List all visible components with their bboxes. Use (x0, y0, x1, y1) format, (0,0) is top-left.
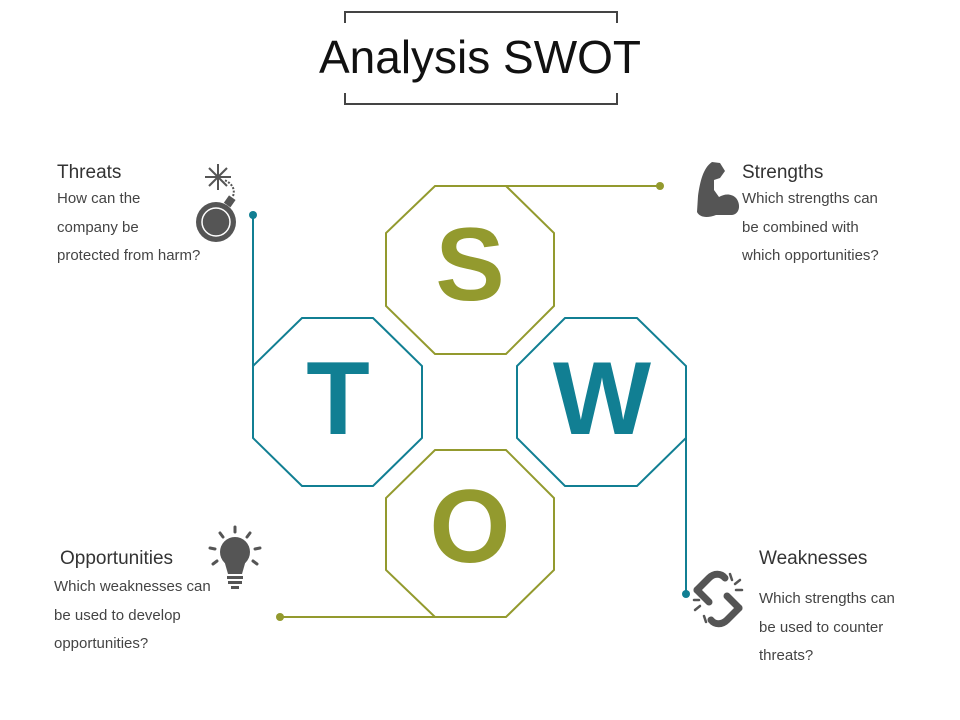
weaknesses-description: Which strengths can be used to counter t… (759, 585, 895, 671)
strengths-heading: Strengths (742, 162, 824, 183)
strengths-line: be combined with (742, 218, 859, 236)
threats-description: How can the company be protected from ha… (57, 185, 200, 271)
page-title: Analysis SWOT (318, 31, 642, 83)
strengths-line: which opportunities? (742, 247, 879, 264)
letter-t: T (306, 341, 370, 457)
opportunities-line: Which weaknesses can (54, 578, 211, 595)
connector-strengths (506, 182, 664, 190)
octagon-s (385, 185, 555, 355)
threats-heading: Threats (57, 162, 122, 183)
weaknesses-line: threats? (759, 647, 814, 664)
flexed-arm-icon (697, 162, 740, 217)
octagon-w (516, 317, 687, 487)
opportunities-description: Which weaknesses can be used to develop … (54, 573, 211, 659)
opportunities-line: be used to develop (54, 606, 181, 624)
letter-s: S (435, 207, 504, 323)
bomb-icon (196, 164, 236, 242)
octagon-o (385, 449, 555, 618)
title-bracket-top (344, 11, 618, 23)
threats-line: How can the (57, 190, 141, 207)
broken-link-icon (692, 570, 744, 628)
title-bracket-bottom (344, 93, 618, 105)
letter-w: W (553, 341, 652, 457)
strengths-description: Which strengths can be combined with whi… (742, 185, 879, 271)
weaknesses-line: be used to counter (759, 618, 884, 636)
octagon-t (252, 317, 423, 487)
letter-o: O (430, 469, 511, 585)
threats-line: company be (57, 218, 139, 236)
threats-line: protected from harm? (57, 247, 201, 264)
opportunities-heading: Opportunities (60, 548, 174, 569)
connector-opportunities (276, 613, 435, 621)
weaknesses-line: Which strengths can (759, 590, 895, 607)
strengths-line: Which strengths can (742, 190, 878, 207)
opportunities-line: opportunities? (54, 635, 149, 652)
connector-threats (249, 211, 257, 368)
weaknesses-heading: Weaknesses (759, 548, 868, 569)
lightbulb-icon (208, 525, 262, 589)
connector-weaknesses (682, 436, 690, 598)
